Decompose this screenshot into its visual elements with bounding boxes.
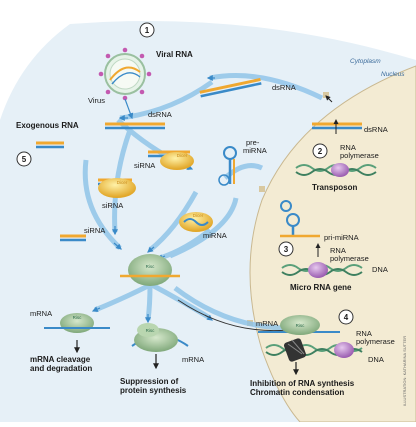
- dicer-complex-3: Dicer: [179, 212, 213, 232]
- virus-icon: [98, 47, 152, 101]
- step-1-number: 1: [145, 26, 150, 35]
- arrow-to-nucleus: [177, 299, 289, 333]
- transposon-dsrna-top: [199, 77, 262, 98]
- risc-suppression-complex: Risc: [131, 323, 189, 352]
- mrna-label-1: mRNA: [30, 309, 52, 318]
- risc-nucleus-complex: Risc: [258, 315, 340, 335]
- transposon-dna: [295, 163, 377, 177]
- sirna-label-2: siRNA: [102, 201, 123, 210]
- micro-rna-gene-dna: [281, 262, 363, 278]
- sirna-exogenous: [60, 234, 86, 242]
- transposon-dsrna: [312, 122, 362, 130]
- step-3-badge: [278, 241, 294, 257]
- virus-label: Virus: [88, 96, 105, 105]
- step-2-badge: [312, 143, 328, 159]
- export-arrow: [325, 95, 333, 103]
- illustration-credit: ILLUSTRATION: KATHARINA SUTTER: [402, 336, 407, 406]
- cytoplasm-label: Cytoplasm: [350, 58, 381, 65]
- risc-label-2: Risc: [146, 328, 155, 333]
- dna-label-2: DNA: [368, 355, 384, 364]
- step-1-badge: [139, 22, 155, 38]
- step-4-number: 4: [344, 313, 349, 322]
- virus-to-dsrna-arrow: [124, 98, 134, 120]
- viral-dsrna: [105, 122, 165, 130]
- dicer-label-2: Dicer: [117, 180, 128, 185]
- mirna-label: miRNA: [203, 231, 227, 240]
- step-2-number: 2: [318, 147, 323, 156]
- mrna-label-3: mRNA: [256, 319, 278, 328]
- transposon-label: Transposon: [312, 183, 357, 192]
- nuclear-pore: [259, 186, 265, 192]
- exogenous-rna-label: Exogenous RNA: [16, 121, 79, 130]
- risc-label-3: Risc: [296, 323, 305, 328]
- nuclear-pore: [323, 92, 329, 98]
- risc-label-1: Risc: [73, 315, 82, 320]
- dicer-label-1: Dicer: [177, 153, 188, 158]
- dicer-complex-1: Dicer: [148, 150, 194, 170]
- dsrna-label-top: dsRNA: [272, 83, 296, 92]
- dicer-complex-2: Dicer: [98, 178, 136, 198]
- pre-mirna-label: pre-miRNA: [243, 138, 267, 155]
- chromatin-dna: [265, 338, 363, 362]
- risc-center-complex: Risc: [120, 254, 180, 286]
- sirna-label-1: siRNA: [134, 161, 155, 170]
- nucleus-label: Nucleus: [381, 71, 405, 78]
- mrna-label-2: mRNA: [182, 355, 204, 364]
- dna-label-1: DNA: [372, 265, 388, 274]
- dsrna-label-viral: dsRNA: [148, 110, 172, 119]
- pri-mirna-hairpin: [280, 200, 320, 238]
- sirna-label-3: siRNA: [84, 226, 105, 235]
- step-3-number: 3: [284, 245, 289, 254]
- step-5-number: 5: [22, 155, 27, 164]
- step-4-badge: [338, 309, 354, 325]
- pre-mirna-hairpin: [218, 146, 237, 186]
- risc-label-center: Risc: [146, 264, 155, 269]
- step-5-badge: [16, 151, 32, 167]
- pri-mirna-label: pri-miRNA: [324, 233, 359, 242]
- viral-rna-label: Viral RNA: [156, 50, 193, 59]
- exogenous-dsrna: [36, 141, 64, 149]
- dsrna-label-nucleus: dsRNA: [364, 125, 388, 134]
- risc-cleavage-complex: Risc: [44, 313, 110, 333]
- micro-rna-gene-label: Micro RNA gene: [290, 283, 352, 292]
- dicer-label-3: Dicer: [193, 213, 204, 218]
